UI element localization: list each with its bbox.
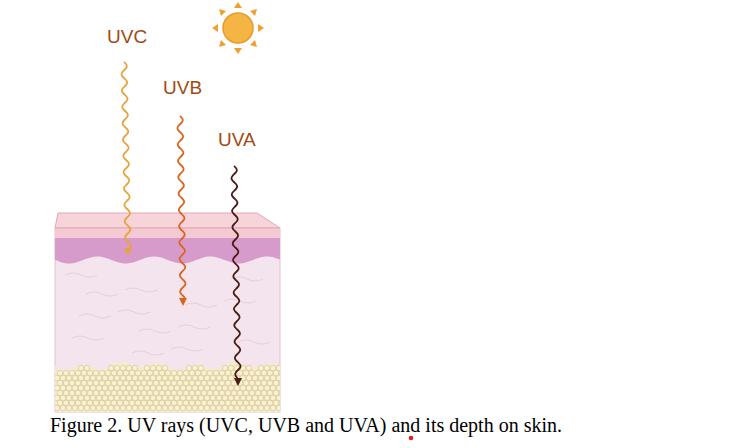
uv-ray bbox=[232, 166, 241, 382]
ray-label: UVB bbox=[163, 78, 202, 99]
ray-label: UVC bbox=[107, 27, 147, 48]
arrow-head bbox=[234, 378, 242, 386]
sun-icon bbox=[212, 2, 264, 54]
uv-rays bbox=[122, 62, 242, 386]
spellcheck-dot bbox=[409, 436, 414, 441]
ray-label: UVA bbox=[218, 130, 256, 151]
uv-ray bbox=[122, 62, 131, 252]
uv-ray bbox=[177, 116, 185, 302]
figure-caption: Figure 2. UV rays (UVC, UVB and UVA) and… bbox=[50, 414, 562, 436]
arrow-head bbox=[124, 248, 132, 256]
arrow-head bbox=[179, 298, 187, 306]
skin-block bbox=[54, 213, 297, 412]
